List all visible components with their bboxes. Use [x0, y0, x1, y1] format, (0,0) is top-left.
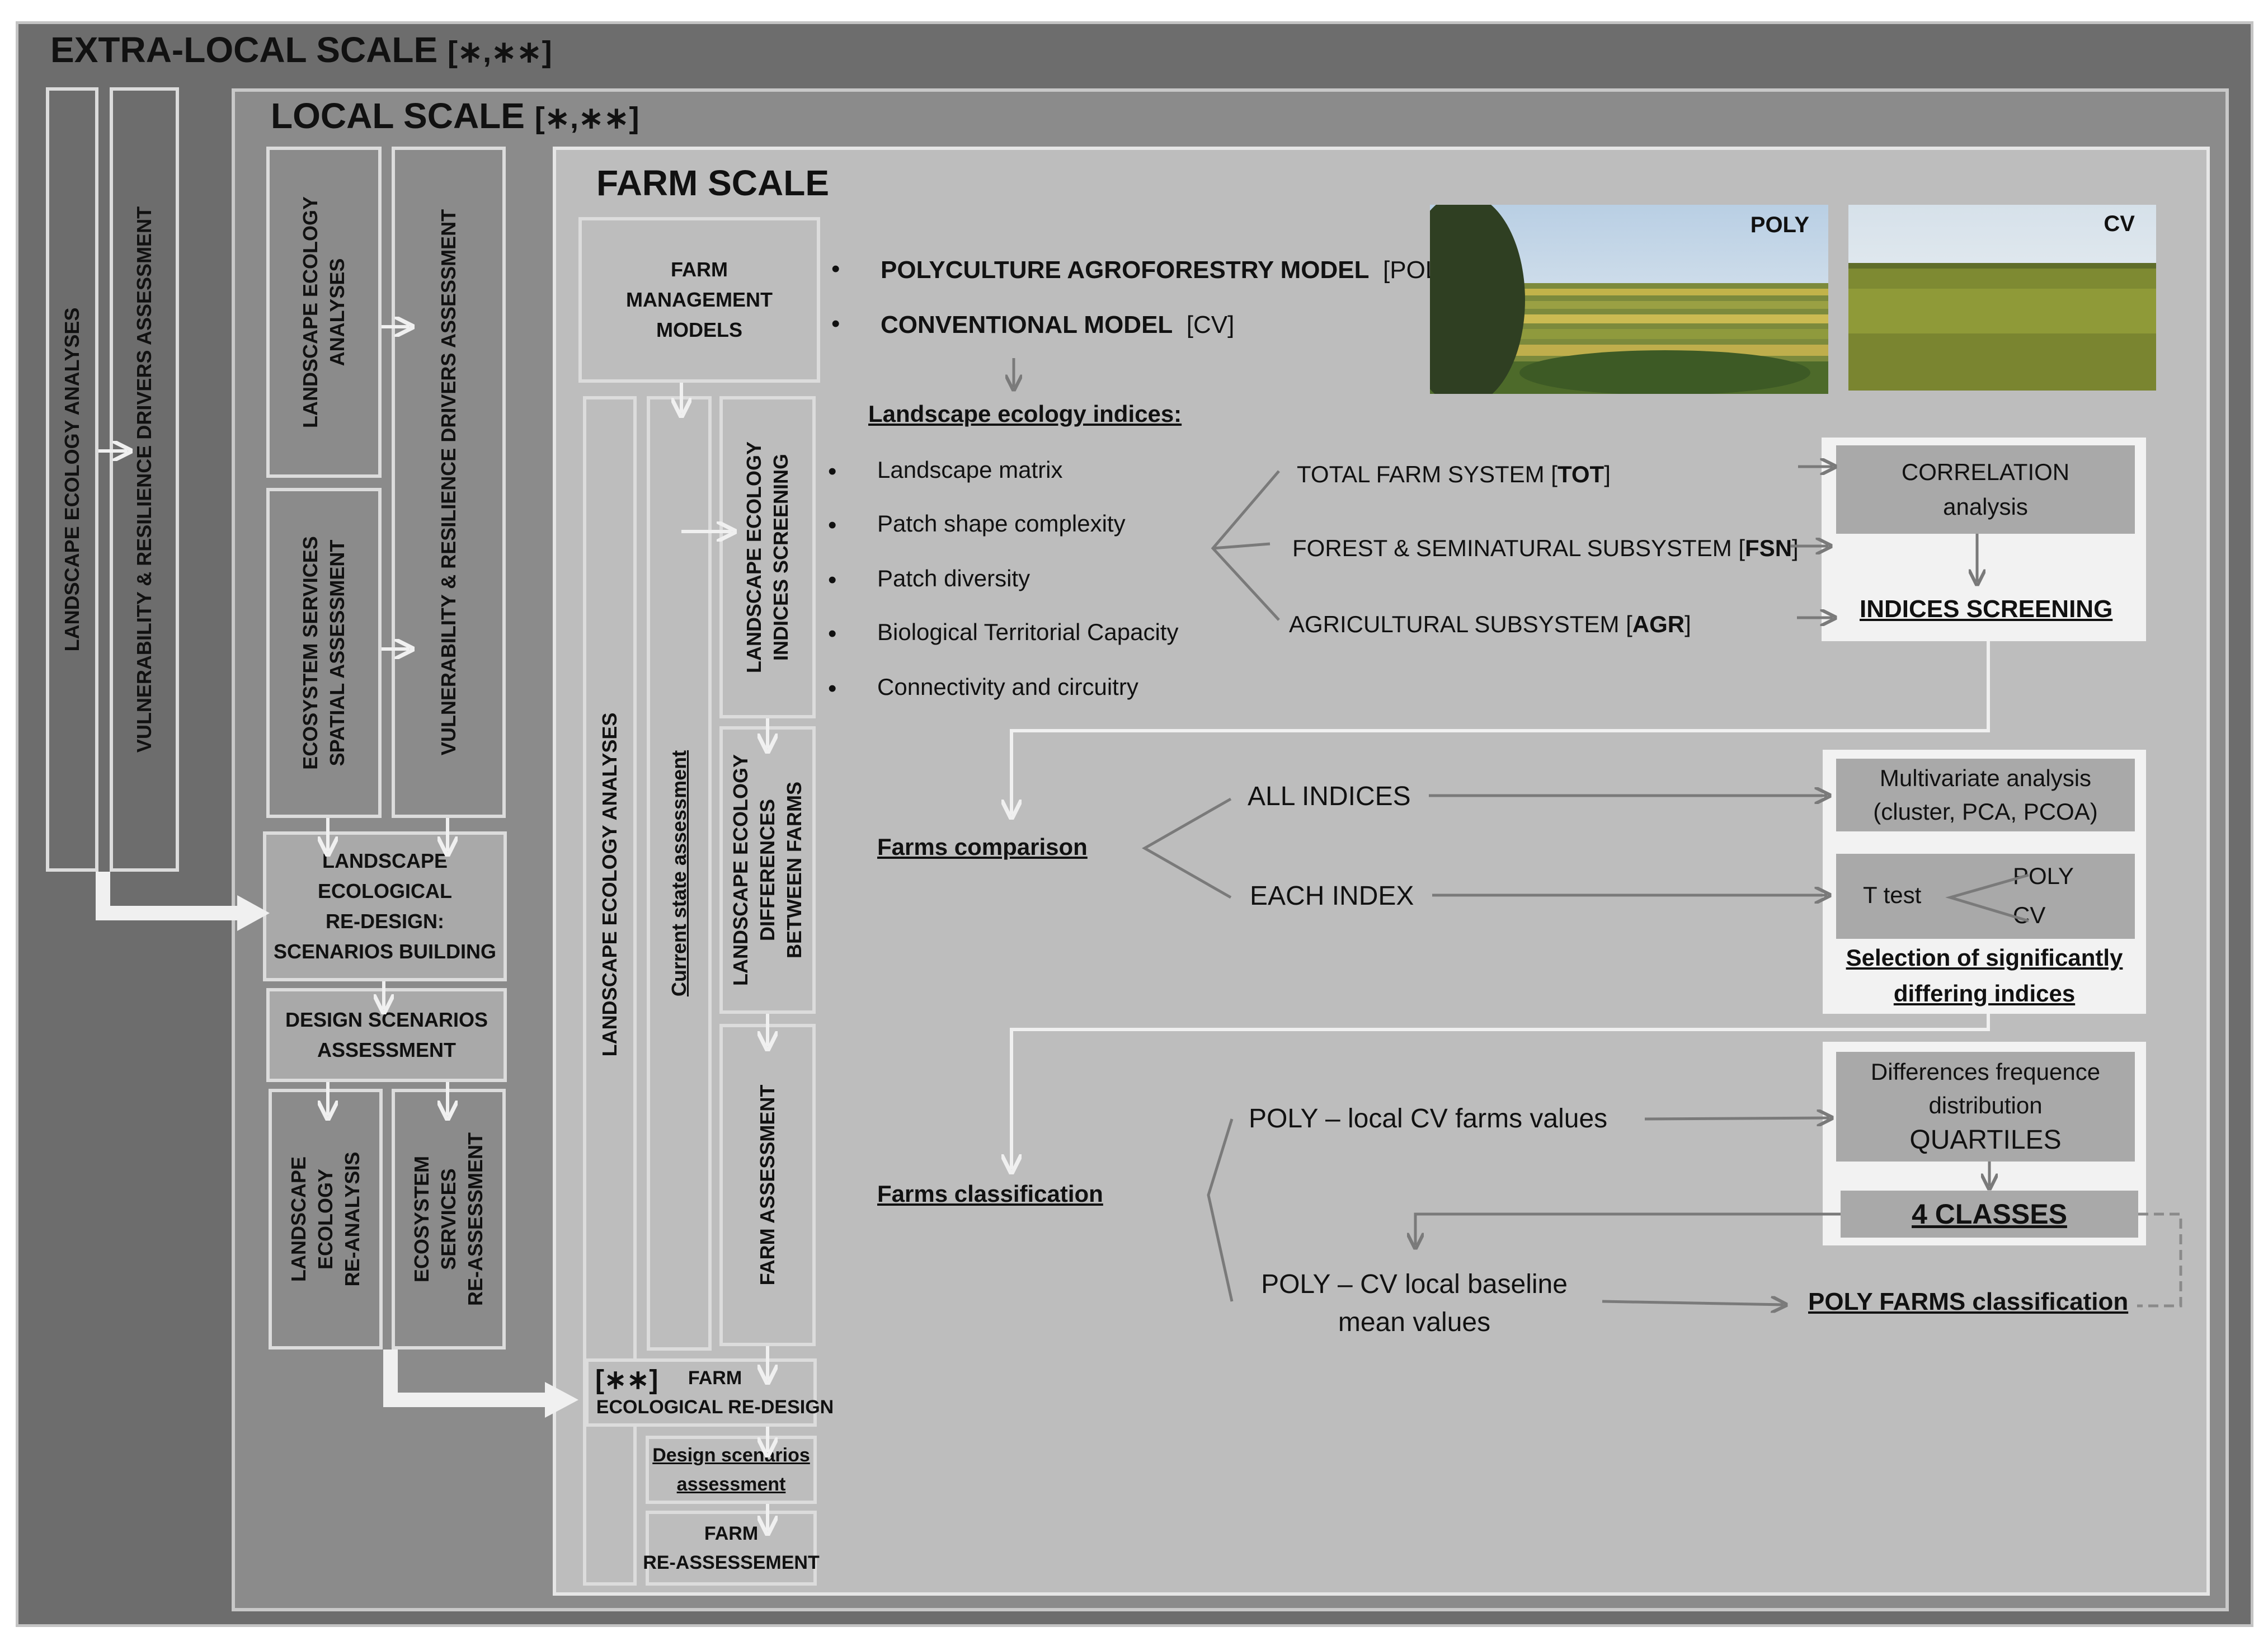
farm-differences-box: LANDSCAPE ECOLOGY DIFFERENCES BETWEEN FA…: [719, 726, 816, 1014]
poly-local-cv-label: POLY – local CV farms values: [1249, 1104, 1608, 1134]
index-bullet-5: •: [828, 675, 837, 702]
farm-indices-screening-box: LANDSCAPE ECOLOGY INDICES SCREENING: [719, 396, 816, 718]
local-ecological-redesign: LANDSCAPE ECOLOGICAL RE-DESIGN: SCENARIO…: [263, 831, 507, 981]
local-ecosystem-reassessment: ECOSYSTEM SERVICES RE-ASSESSMENT: [392, 1089, 506, 1350]
photo-cv-label: CV: [2104, 211, 2135, 236]
ttest-cv-label: CV: [2013, 902, 2046, 928]
farm-design-scenarios: Design scenarios assessment: [646, 1436, 817, 1504]
index-item-1: Landscape matrix: [877, 457, 1063, 483]
ttest-box: [1836, 854, 2135, 939]
farm-scale-title: FARM SCALE: [596, 163, 829, 203]
redesign-mark: [∗∗]: [595, 1365, 658, 1395]
index-bullet-3: •: [828, 566, 837, 594]
subsystem-agr: AGRICULTURAL SUBSYSTEM [AGR]: [1289, 611, 1691, 637]
bullet-cv: •: [831, 310, 840, 337]
indices-heading: Landscape ecology indices:: [868, 401, 1182, 427]
all-indices-label: ALL INDICES: [1248, 782, 1411, 811]
multivariate-analysis-box: Multivariate analysis (cluster, PCA, PCO…: [1836, 759, 2135, 831]
farm-reassessment: FARM RE-ASSESSEMENT: [643, 1511, 820, 1586]
index-item-5: Connectivity and circuitry: [877, 674, 1138, 700]
indices-screening-label: INDICES SCREENING: [1860, 595, 2113, 623]
ttest-label: T test: [1863, 882, 1922, 908]
index-bullet-1: •: [828, 458, 837, 485]
poly-farms-classification-label: POLY FARMS classification: [1808, 1288, 2129, 1315]
local-ecosystem-services-spatial: ECOSYSTEM SERVICES SPATIAL ASSESSMENT: [266, 488, 382, 818]
farm-current-state-column: Current state assessment: [647, 396, 712, 1351]
index-bullet-4: •: [828, 620, 837, 647]
correlation-analysis-box: CORRELATION analysis: [1836, 445, 2135, 534]
subsystem-fsn: FOREST & SEMINATURAL SUBSYSTEM [FSN]: [1292, 535, 1799, 561]
index-item-2: Patch shape complexity: [877, 510, 1126, 537]
four-classes-box: 4 CLASSES: [1841, 1191, 2138, 1238]
local-scale-title: LOCAL SCALE [∗,∗∗]: [271, 96, 639, 136]
extra-local-landscape-ecology-column: LANDSCAPE ECOLOGY ANALYSES: [46, 87, 98, 872]
index-bullet-2: •: [828, 511, 837, 539]
each-index-label: EACH INDEX: [1250, 881, 1414, 911]
differences-box: Differences frequence distribution QUART…: [1836, 1052, 2135, 1162]
subsystem-tot: TOTAL FARM SYSTEM [TOT]: [1297, 461, 1611, 487]
quartiles-text: QUARTILES: [1909, 1125, 2062, 1155]
differences-text: Differences frequence distribution: [1870, 1059, 2101, 1118]
local-design-scenarios-assessment: DESIGN SCENARIOS ASSESSMENT: [266, 988, 507, 1082]
cv-field-photo: CV: [1848, 205, 2156, 391]
local-landscape-reanalysis: LANDSCAPE ECOLOGY RE-ANALYSIS: [269, 1089, 383, 1350]
model-poly: POLYCULTURE AGROFORESTRY MODEL [POLY]: [881, 256, 1461, 284]
index-item-4: Biological Territorial Capacity: [877, 619, 1179, 645]
bullet-poly: •: [831, 255, 840, 283]
model-cv: CONVENTIONAL MODEL [CV]: [881, 311, 1235, 338]
photo-poly-label: POLY: [1750, 213, 1809, 237]
extra-local-vulnerability-column: VULNERABILITY & RESILIENCE DRIVERS ASSES…: [110, 87, 179, 872]
farms-comparison-label: Farms comparison: [877, 834, 1088, 860]
farm-management-models: FARM MANAGEMENT MODELS: [578, 217, 820, 383]
poly-field-photo: POLY: [1430, 205, 1828, 394]
index-item-3: Patch diversity: [877, 565, 1031, 591]
farm-assessment-box: FARM ASSESSMENT: [719, 1024, 816, 1346]
local-vulnerability-assessment: VULNERABILITY & RESILIENCE DRIVERS ASSES…: [392, 147, 506, 818]
farm-ecological-redesign: [∗∗] FARM ECOLOGICAL RE-DESIGN: [585, 1358, 834, 1427]
poly-cv-baseline-label: POLY – CV local baseline mean values: [1261, 1269, 1568, 1337]
local-landscape-ecology-analyses: LANDSCAPE ECOLOGY ANALYSES: [266, 147, 382, 478]
selection-label: Selection of significantly differing ind…: [1846, 944, 2123, 1007]
farms-classification-label: Farms classification: [877, 1181, 1103, 1207]
extra-local-scale-title: EXTRA-LOCAL SCALE [∗,∗∗]: [50, 30, 552, 70]
